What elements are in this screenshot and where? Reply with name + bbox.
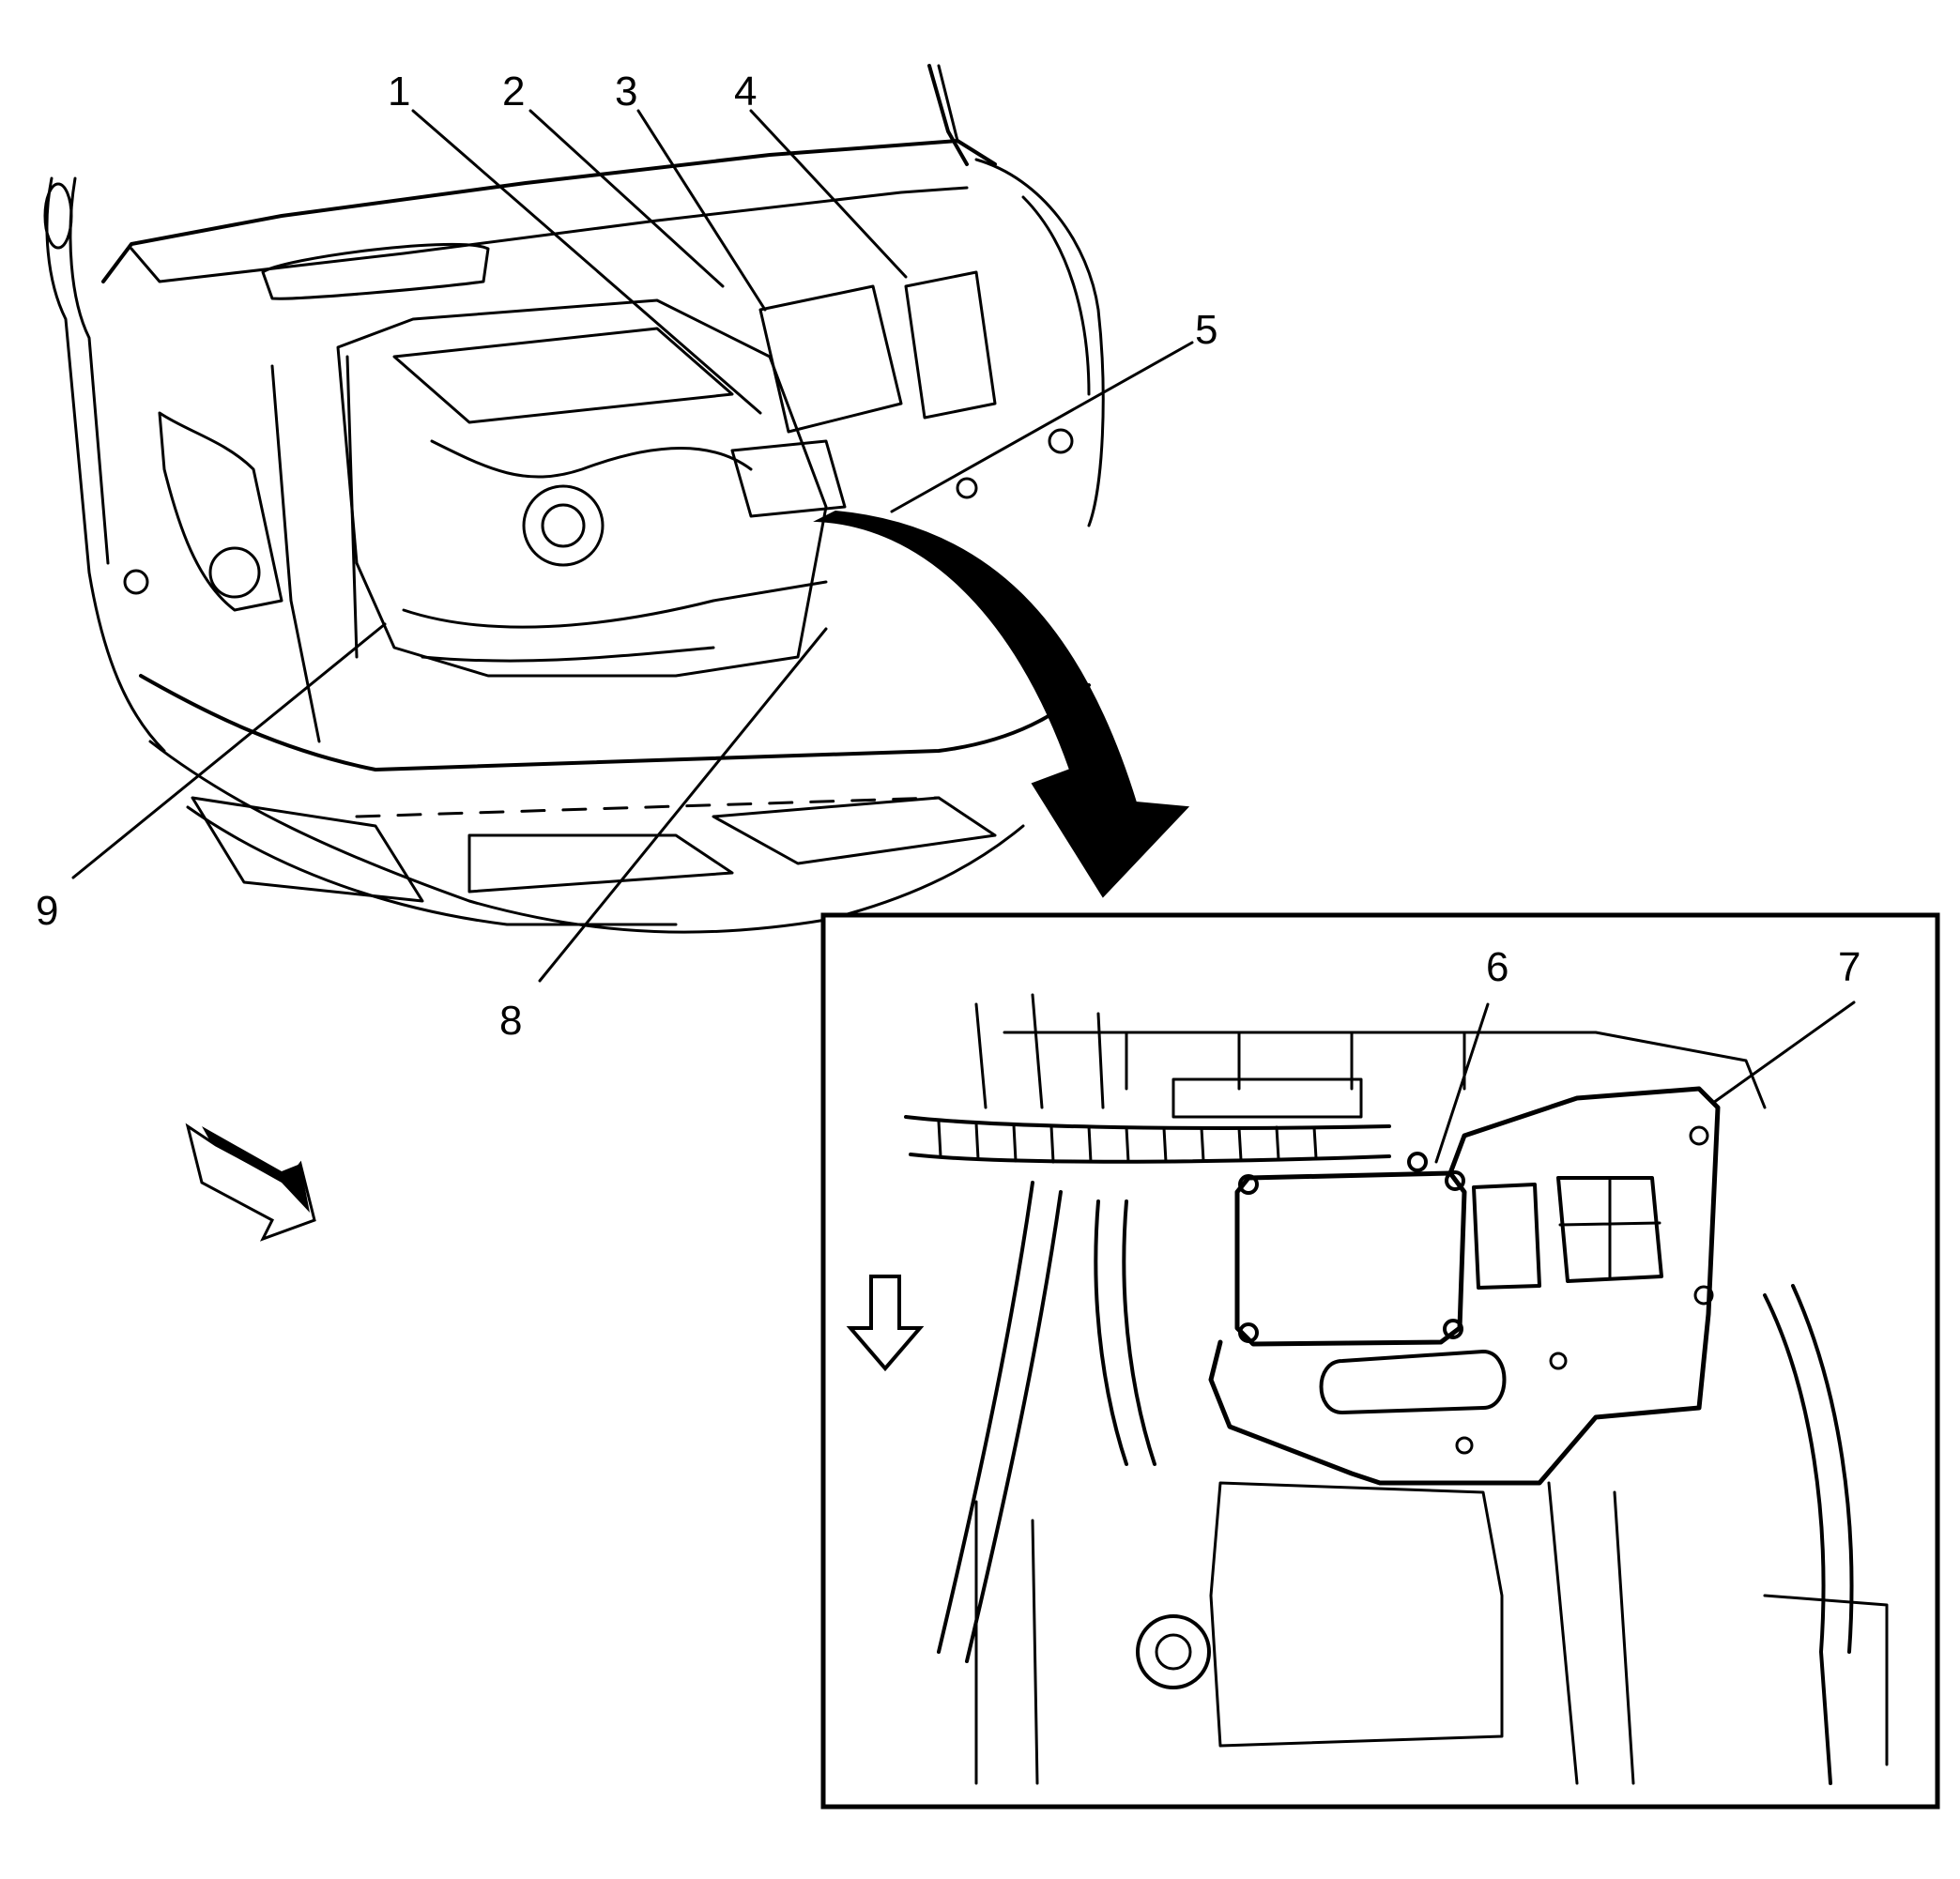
callout-4: 4	[734, 69, 757, 115]
callout-labels: 1 2 3 4 5 6 7 8 9	[36, 69, 1860, 1044]
callout-7: 7	[1838, 944, 1860, 990]
callout-3: 3	[615, 69, 637, 115]
leader-line-7	[1711, 1001, 1856, 1105]
leader-line-4	[749, 109, 908, 279]
vehicle-front-view	[43, 64, 1105, 934]
leader-lines	[71, 109, 1856, 1164]
zoom-detail-arrow-icon	[813, 510, 1190, 898]
callout-9: 9	[36, 888, 58, 934]
front-direction-arrow-icon	[185, 1123, 316, 1242]
callout-6: 6	[1486, 944, 1508, 990]
leader-line-1	[411, 109, 762, 415]
callout-8: 8	[499, 998, 522, 1044]
leader-line-3	[636, 109, 767, 312]
callout-1: 1	[388, 69, 410, 115]
mounting-bracket	[1208, 1086, 1721, 1486]
detail-inset	[820, 912, 1940, 1810]
callout-5: 5	[1195, 307, 1217, 353]
leader-line-2	[528, 109, 725, 288]
leader-line-8	[538, 627, 828, 983]
control-module	[1234, 1152, 1467, 1347]
view-direction-arrow-icon	[846, 1275, 925, 1372]
callout-2: 2	[502, 69, 525, 115]
leader-line-9	[71, 622, 387, 879]
leader-line-6	[1434, 1002, 1490, 1164]
leader-line-5	[890, 341, 1194, 513]
